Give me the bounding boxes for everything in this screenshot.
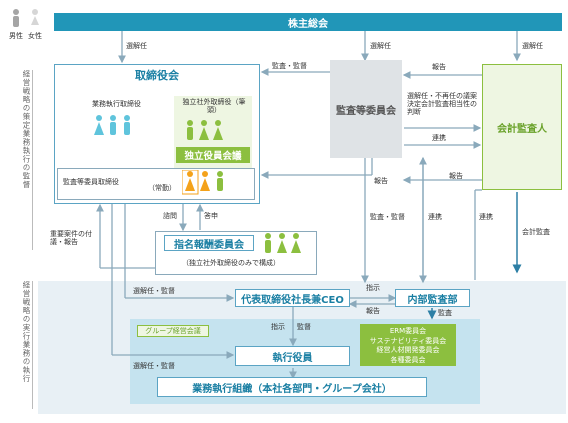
label-supervise: 監督 [297,323,311,331]
side-divider-bottom [32,281,33,409]
board-title: 取締役会 [135,69,179,82]
label-accounting-audit: 会計監査 [522,228,550,236]
label-cooperation-3: 連携 [479,213,493,221]
label-elect-dismiss-right: 選解任 [522,42,543,50]
label-report-top: 報告 [432,63,446,71]
officers-box: 執行役員 [235,346,350,366]
committee-sustainability: サステナビリティ委員会 [369,336,447,345]
label-instruction-2: 指示 [271,323,285,331]
legend-male-icon [13,9,19,27]
internal-audit-box: 内部監査部 [395,289,470,307]
label-cooperation-2: 連携 [428,213,442,221]
committee-talent: 経営人材開発委員会 [376,346,440,354]
label-audit-supervise-mid: 監査・監督 [370,213,405,221]
nomination-note: （独立社外取締役のみで構成） [182,259,280,267]
label-report-right: 報告 [449,172,463,180]
outside-directors-label: 独立社外取締役（筆頭） [182,98,246,115]
side-divider-top [32,70,33,250]
group-meeting-box: グループ経営会議 [137,325,209,337]
label-instruction: 指示 [366,284,380,292]
label-consult: 諮問 [163,212,177,220]
executive-directors-icons [94,115,130,135]
legend-female-icon [31,9,39,25]
committees-box: ERM委員会 サステナビリティ委員会 経営人材開発委員会 各種委員会 [360,324,456,366]
committee-other: 各種委員会 [390,355,426,364]
side-label-strategy-execution: 経営戦略の実行業務の執行 [22,281,31,383]
committee-erm: ERM委員会 [389,327,427,335]
label-answer: 答申 [204,212,218,220]
label-important-matters: 重要案件の付議・報告 [50,230,92,247]
audit-directors-icons [182,170,223,195]
label-cooperation-1: 連携 [432,134,446,142]
independent-council-box: 独立役員会議 [176,147,250,163]
label-elect-dismiss-left: 選解任 [126,42,147,50]
accounting-auditor-box: 会計監査人 [482,64,562,190]
nomination-committee-icons [265,233,301,253]
executive-directors-label: 業務執行取締役 [92,100,141,108]
label-elect-supervise-1: 選解任・監督 [133,287,175,295]
label-elect-decision: 選解任・不再任の議案決定会計監査相当性の判断 [407,92,477,117]
label-report-down: 報告 [374,177,388,185]
label-report-internal: 報告 [366,307,380,315]
outside-directors-icons [187,120,223,140]
legend-female-label: 女性 [28,32,42,40]
ceo-box: 代表取締役社長兼CEO [235,289,350,307]
legend-male-label: 男性 [9,32,23,40]
audit-directors-label: 監査等委員取締役 [63,178,119,186]
audit-committee-box: 監査等委員会 [330,60,402,158]
label-audit-supervise-top: 監査・監督 [272,62,307,70]
side-label-strategy-planning: 経営戦略の策定業務執行の監督 [22,70,31,189]
shareholders-meeting-box: 株主総会 [54,13,562,31]
label-audit: 監査 [438,309,452,317]
nomination-committee-box: 指名報酬委員会 [164,235,254,251]
label-elect-supervise-2: 選解任・監督 [133,362,175,370]
full-time-label: （常勤） [148,184,176,192]
label-elect-dismiss-mid: 選解任 [370,42,391,50]
organization-box: 業務執行組織（本社各部門・グループ会社） [157,377,427,397]
